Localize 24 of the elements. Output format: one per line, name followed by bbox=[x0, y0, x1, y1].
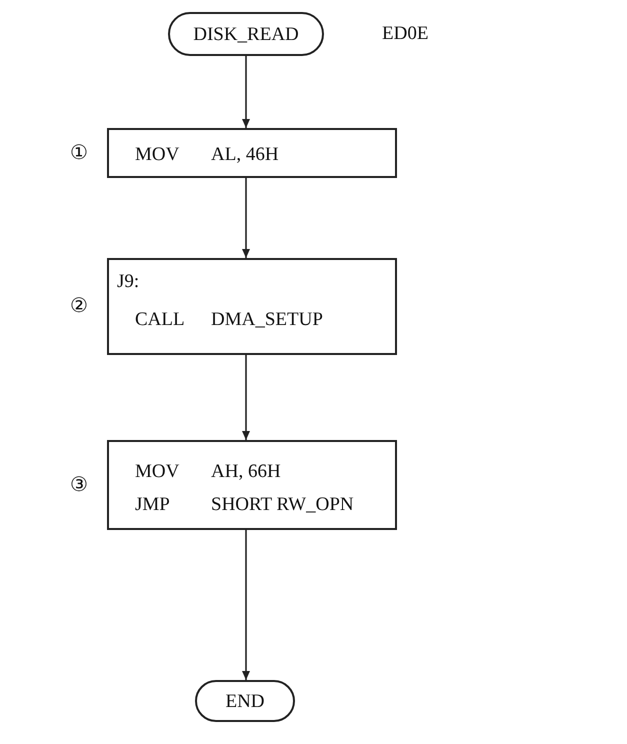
arrow bbox=[242, 355, 250, 440]
step-number: ① bbox=[70, 143, 88, 163]
arrow bbox=[242, 178, 250, 258]
process-box bbox=[107, 258, 397, 355]
terminal-label: END bbox=[225, 692, 265, 710]
arrow bbox=[242, 530, 250, 680]
terminal-label: DISK_READ bbox=[193, 24, 299, 44]
arrow bbox=[242, 56, 250, 128]
instruction-text: CALL bbox=[135, 310, 185, 329]
process-box bbox=[107, 440, 397, 530]
instruction-text: MOV bbox=[135, 145, 180, 164]
instruction-text: DMA_SETUP bbox=[211, 310, 323, 329]
terminal-shape bbox=[195, 680, 295, 722]
address-label: ED0E bbox=[382, 24, 428, 43]
process-box bbox=[107, 128, 397, 178]
instruction-text: JMP bbox=[135, 495, 170, 514]
step-number: ③ bbox=[70, 475, 88, 495]
instruction-text: SHORT RW_OPN bbox=[211, 495, 354, 514]
terminal-shape bbox=[168, 12, 324, 56]
instruction-text: J9: bbox=[117, 272, 140, 291]
instruction-text: MOV bbox=[135, 462, 180, 481]
instruction-text: AH, 66H bbox=[211, 462, 281, 481]
step-number: ② bbox=[70, 296, 88, 316]
instruction-text: AL, 46H bbox=[211, 145, 279, 164]
